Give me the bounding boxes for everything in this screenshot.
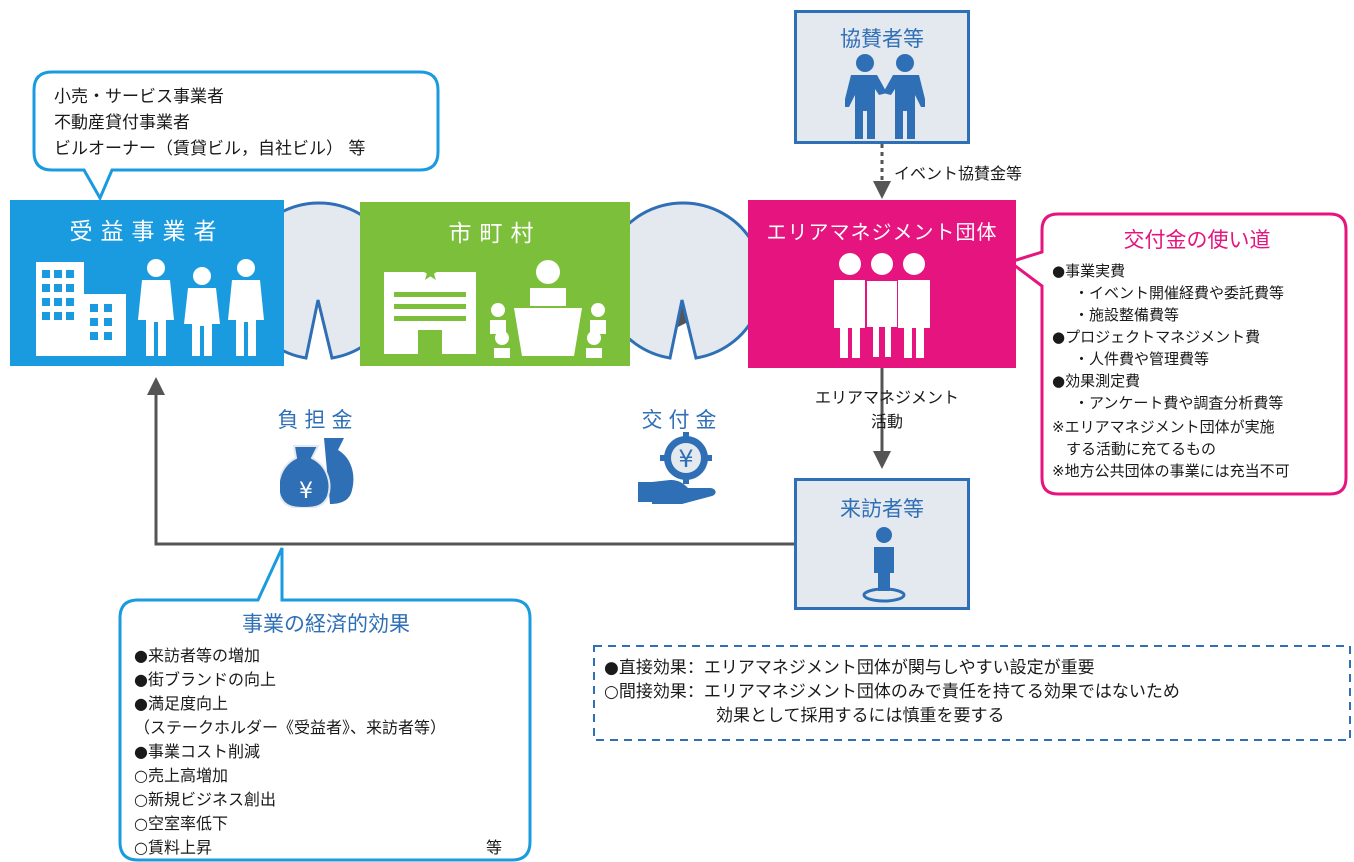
list-suffix: 等 [485,838,502,857]
sponsor-node: 協賛者等 [794,10,970,144]
grant-money-title: 交付金 [641,408,723,432]
municipality-title: 市町村 [448,221,542,247]
list-item: ・イベント開催経費や委託費等 [1074,284,1285,302]
legend-direct-label: ●直接効果： [604,658,704,678]
list-item: ○賃料上昇 等 [134,836,518,860]
flow-visitors-to-beneficiary [147,377,794,546]
group-people-icon [834,253,930,359]
list-item: ※エリアマネジメント団体が実施 [1052,418,1275,436]
money-bag-icon: ¥ [280,438,354,508]
burden-money: 負担金 ¥ [238,358,398,514]
economic-effects-callout: 事業の経済的効果 ●来訪者等の増加 ●街ブランドの向上 ●満足度向上 （ステーク… [134,608,518,860]
hand-yen-gear-icon: ¥ [638,432,716,504]
list-item: ○売上高増加 [134,766,228,785]
activity-label-line: 活動 [870,412,903,431]
list-item: ●事業コスト削減 [134,742,260,761]
list-item: ・施設整備費等 [1074,306,1180,324]
legend-indirect-row-cont: 効果として採用するには慎重を要する [604,704,1344,728]
beneficiary-callout: 小売・サービス事業者 不動産貸付事業者 ビルオーナー（賃貸ビル，自社ビル） 等 [54,84,365,162]
visitors-title: 来訪者等 [840,497,924,521]
grant-usage-list: ●事業実費 ・イベント開催経費や委託費等 ・施設整備費等 ●プロジェクトマネジメ… [1052,260,1342,482]
area-mgmt-node: エリアマネジメント団体 [748,200,1016,368]
list-item: ※地方公共団体の事業には充当不可 [1052,462,1290,480]
visitors-node: 来訪者等 [794,478,970,610]
list-item: ●事業実費 [1052,262,1126,280]
grant-money: 交付金 ¥ [602,358,762,514]
beneficiary-title: 受益事業者 [69,219,225,245]
list-item: ●効果測定費 [1052,372,1141,390]
list-item: ●街ブランドの向上 [134,670,276,689]
list-item: ○新規ビジネス創出 [134,790,276,809]
grant-usage-title: 交付金の使い道 [1123,228,1271,252]
list-item-text: ○賃料上昇 [134,838,212,857]
activity-label: エリアマネジメント 活動 [790,386,984,434]
economic-effects-list: ●来訪者等の増加 ●街ブランドの向上 ●満足度向上 （ステークホルダー《受益者》… [134,644,518,860]
legend-indirect-row: ○間接効果：エリアマネジメント団体のみで責任を持てる効果ではないため [604,680,1344,704]
list-item: ●プロジェクトマネジメント費 [1052,328,1261,346]
callout-line: 小売・サービス事業者 [54,87,224,107]
list-item: ・人件費や管理費等 [1074,350,1210,368]
list-item: ○空室率低下 [134,814,228,833]
city-hall-meeting-icon [384,260,606,358]
legend-direct-row: ●直接効果：エリアマネジメント団体が関与しやすい設定が重要 [604,656,1344,680]
legend-indirect-label: ○間接効果： [604,682,704,702]
activity-label-line: エリアマネジメント [814,388,959,407]
sponsor-title: 協賛者等 [840,27,924,51]
economic-effects-title: 事業の経済的効果 [242,612,410,636]
legend-indirect-text: 効果として採用するには慎重を要する [716,706,1005,726]
burden-money-title: 負担金 [277,408,359,432]
effects-legend: ●直接効果：エリアマネジメント団体が関与しやすい設定が重要 ○間接効果：エリアマ… [604,656,1344,728]
area-mgmt-title: エリアマネジメント団体 [766,220,998,244]
legend-direct-text: エリアマネジメント団体が関与しやすい設定が重要 [703,658,1095,678]
grant-usage-callout-shape [1006,212,1348,496]
list-item: ・アンケート費や調査分析費等 [1074,394,1284,412]
beneficiary-node: 受益事業者 [10,200,284,366]
legend-indirect-text: エリアマネジメント団体のみで責任を持てる効果ではないため [703,682,1180,702]
sponsor-money-label: イベント協賛金等 [894,164,1023,183]
list-item: （ステークホルダー《受益者》、来訪者等） [134,718,447,737]
callout-line: ビルオーナー（賃貸ビル，自社ビル） 等 [54,139,366,159]
building-people-icon [36,259,264,356]
handshake-icon [845,54,925,139]
economic-effects-callout-shape [118,547,532,862]
yen-symbol: ¥ [299,479,313,504]
yen-symbol: ¥ [678,445,693,473]
callout-line: 不動産貸付事業者 [54,113,190,133]
legend-box-shape [593,645,1351,741]
beneficiary-callout-shape [32,70,440,202]
municipality-node: 市町村 [360,202,630,366]
list-item: する活動に充てるもの [1066,440,1217,458]
list-item: ●満足度向上 [134,694,228,713]
grant-usage-callout: 交付金の使い道 ●事業実費 ・イベント開催経費や委託費等 ・施設整備費等 ●プロ… [1052,224,1342,482]
person-pin-icon [862,527,906,603]
list-item: ●来訪者等の増加 [134,646,260,665]
